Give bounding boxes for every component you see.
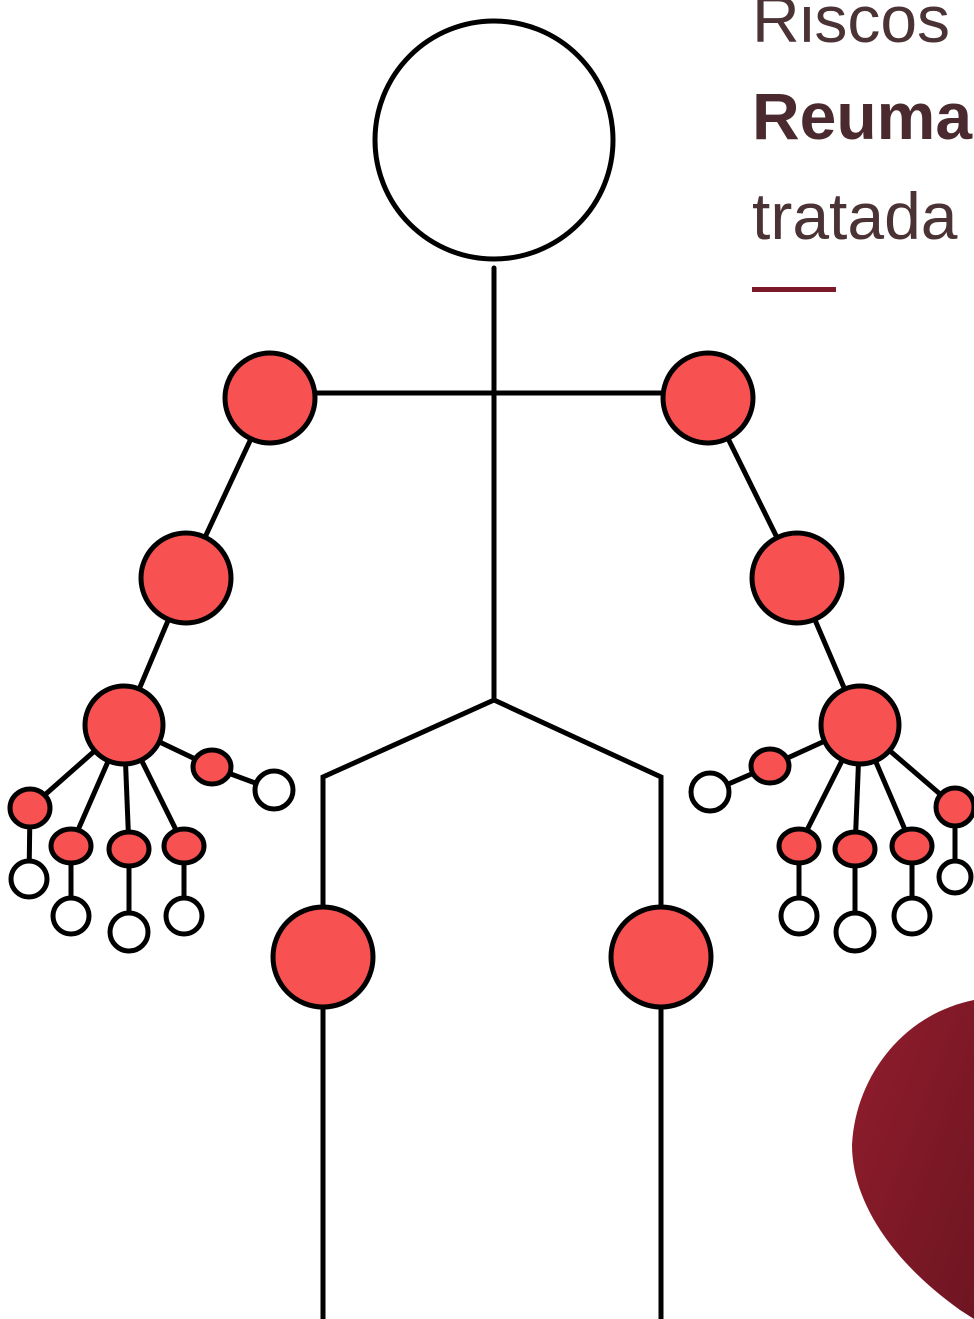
title-line-1: Riscos	[752, 0, 951, 56]
left-finger-joint	[48, 826, 94, 866]
left-elbow-joint	[138, 530, 234, 626]
right-hand-joints	[688, 746, 974, 954]
heart-shape	[852, 1000, 974, 1319]
heart-icon	[852, 1000, 974, 1319]
accent-rule	[752, 287, 836, 292]
right-thumb-joint	[748, 746, 792, 786]
left-finger-tip	[50, 895, 92, 937]
left-leg-line	[320, 697, 497, 1319]
left-knee-joint	[270, 904, 376, 1010]
right-thumb-tip	[688, 770, 732, 814]
right-leg-line	[491, 697, 664, 1319]
left-wrist-joint	[82, 683, 166, 767]
left-thumb-joint	[190, 747, 234, 787]
left-finger-joint	[106, 829, 152, 869]
right-knee-joint	[608, 904, 714, 1010]
left-finger-joint	[161, 826, 207, 866]
right-finger-tip	[891, 895, 933, 937]
right-finger-joint	[933, 785, 974, 829]
left-finger-joint	[7, 786, 53, 830]
title-line-3: tratada	[752, 179, 958, 253]
right-shoulder-joint	[660, 350, 756, 446]
title-block: Riscos Reuma tratada	[752, 0, 974, 300]
left-finger-tip	[8, 858, 50, 900]
right-finger-tip	[936, 858, 974, 896]
right-finger-tip	[833, 910, 877, 954]
right-finger-joint	[776, 826, 822, 866]
right-finger-joint	[889, 826, 935, 866]
left-shoulder-joint	[222, 350, 318, 446]
left-thumb-tip	[252, 768, 296, 812]
left-finger-tip	[107, 910, 151, 954]
stick-figure-icon	[26, 265, 958, 1319]
right-elbow-joint	[749, 530, 845, 626]
left-finger-tip	[163, 895, 205, 937]
right-finger-joint	[832, 829, 878, 869]
right-wrist-joint	[818, 683, 902, 767]
right-finger-tip	[778, 895, 820, 937]
left-hand-joints	[7, 747, 296, 954]
head	[372, 18, 616, 262]
title-line-2: Reuma	[752, 79, 973, 153]
